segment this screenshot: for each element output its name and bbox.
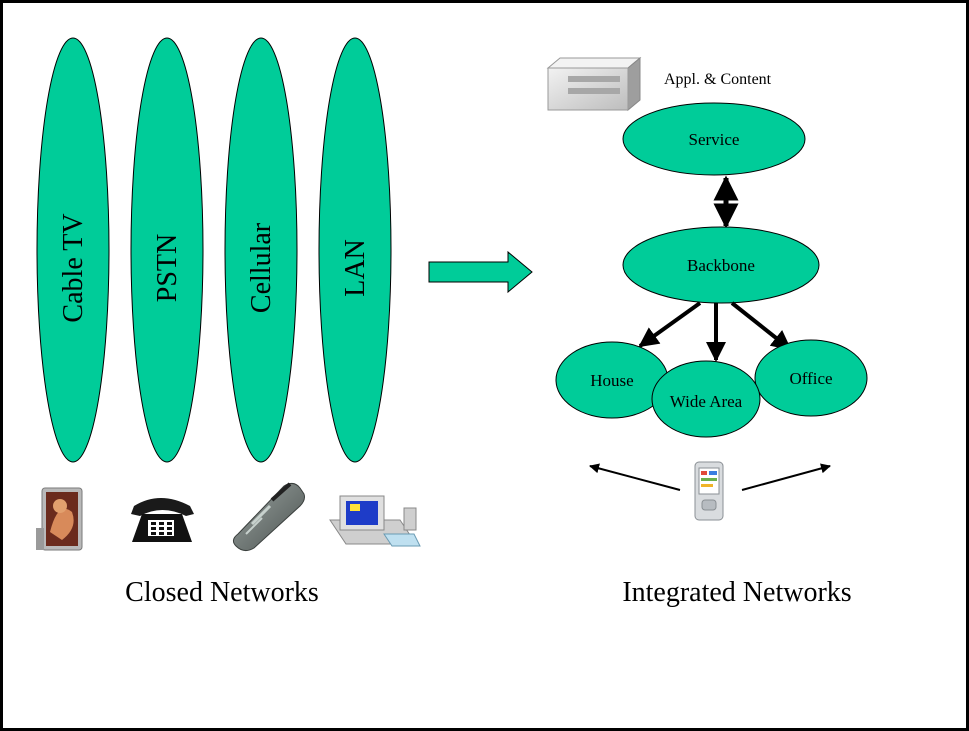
wide-area-label: Wide Area — [670, 392, 743, 411]
transition-arrow — [428, 250, 533, 294]
pda-icon — [694, 461, 724, 521]
closed-networks-group: Cable TV PSTN Cellular LAN — [36, 37, 392, 463]
backbone-office-arrow — [730, 301, 792, 351]
backbone-label: Backbone — [687, 256, 755, 275]
lan-ellipse — [318, 37, 392, 463]
appl-content-label: Appl. & Content — [664, 71, 772, 88]
closed-networks-caption: Closed Networks — [125, 577, 319, 608]
pda-right-arrow — [741, 463, 831, 491]
backbone-house-arrow — [638, 301, 702, 348]
tv-icon — [36, 487, 83, 551]
house-label: House — [590, 371, 633, 390]
pstn-label: PSTN — [152, 234, 183, 302]
office-label: Office — [789, 369, 832, 388]
lan-label: LAN — [340, 239, 371, 297]
server-icon — [546, 56, 642, 112]
office-node — [754, 339, 868, 417]
cellular-label: Cellular — [246, 222, 277, 313]
cellular-ellipse — [224, 37, 298, 463]
cable-tv-label: Cable TV — [58, 213, 89, 322]
integrated-networks-caption: Integrated Networks — [622, 577, 851, 608]
telephone-icon — [131, 498, 194, 542]
service-label: Service — [689, 130, 740, 149]
pda-left-arrow — [589, 463, 681, 491]
backbone-node — [622, 226, 820, 304]
computer-icon — [329, 495, 421, 547]
pstn-ellipse — [130, 37, 204, 463]
wide-area-node — [651, 360, 761, 438]
cellphone-icon — [232, 482, 305, 552]
service-node — [622, 102, 806, 176]
cable-tv-ellipse — [36, 37, 110, 463]
